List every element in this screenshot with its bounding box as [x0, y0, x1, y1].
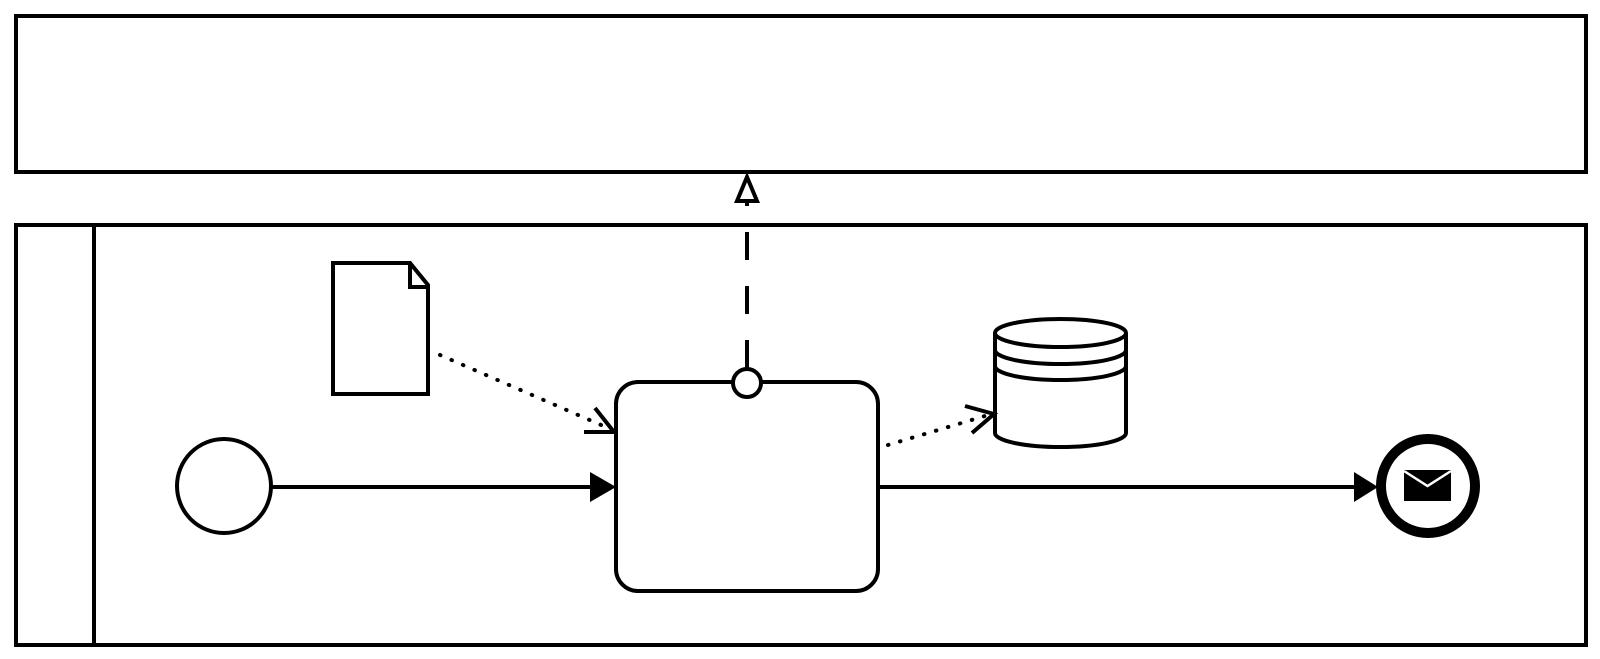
sequence-flow-task-to-end[interactable] [878, 472, 1378, 502]
task[interactable] [614, 380, 880, 593]
sequence-flow-start-to-task[interactable] [272, 472, 616, 502]
data-object-fold [408, 263, 428, 289]
end-event[interactable] [1376, 434, 1480, 538]
sequence-flow-arrowhead [1354, 472, 1378, 502]
sequence-flow-arrowhead [590, 472, 616, 502]
envelope-icon [1403, 469, 1452, 501]
data-store[interactable] [993, 317, 1128, 449]
association-open-arrowhead [964, 404, 999, 435]
association-open-arrowhead [584, 406, 619, 434]
data-object[interactable] [331, 261, 430, 396]
message-flow[interactable] [731, 171, 763, 399]
message-flow-source-circle [731, 367, 763, 399]
message-flow-open-arrowhead [734, 171, 760, 203]
start-event[interactable] [175, 437, 273, 535]
data-store-band-1 [993, 349, 1128, 366]
data-output-association[interactable] [886, 404, 999, 447]
pool-external[interactable] [14, 14, 1588, 174]
data-store-band-2 [993, 365, 1128, 382]
data-input-association[interactable] [438, 353, 619, 434]
